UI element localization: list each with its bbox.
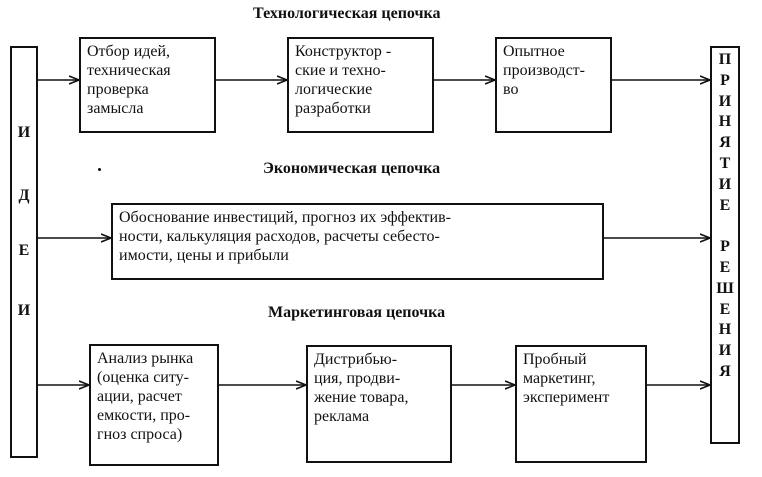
decision-letter: Е: [719, 196, 731, 214]
econ-chain-title: Экономическая цепочка: [263, 160, 441, 177]
decision-letter: Е: [719, 300, 731, 318]
decision-letter: Я: [719, 363, 731, 380]
decision-letter: И: [718, 342, 732, 360]
decision-letter: И: [718, 175, 732, 193]
decision-letter: Р: [720, 71, 730, 89]
ideas-letter: Д: [18, 187, 30, 204]
decision-letter: Я: [719, 134, 731, 152]
decision-letter: П: [718, 51, 732, 68]
market-chain-title: Маркетинговая цепочка: [268, 304, 446, 321]
decision-letter: Н: [718, 113, 732, 131]
decision-letter: Ш: [716, 279, 734, 297]
ideas-bar: [10, 46, 38, 458]
econ-box-investment: Обоснование инвестиций, прогноз их эффек…: [111, 203, 604, 280]
decision-letter: Н: [718, 321, 732, 339]
ideas-letter: И: [17, 302, 31, 319]
decision-bar: [710, 46, 740, 444]
decision-letter: Е: [719, 259, 731, 276]
decision-letter: Т: [719, 155, 731, 172]
ideas-letter: Е: [18, 242, 30, 259]
decision-letter: И: [718, 92, 732, 110]
market-box-distribution: Дистрибью-ция, продви-жение товара,рекла…: [306, 345, 452, 463]
decision-letter: Р: [720, 238, 730, 256]
ideas-letter: И: [17, 124, 31, 141]
stray-dot: [98, 168, 101, 171]
tech-chain-title: Технологическая цепочка: [253, 5, 441, 22]
